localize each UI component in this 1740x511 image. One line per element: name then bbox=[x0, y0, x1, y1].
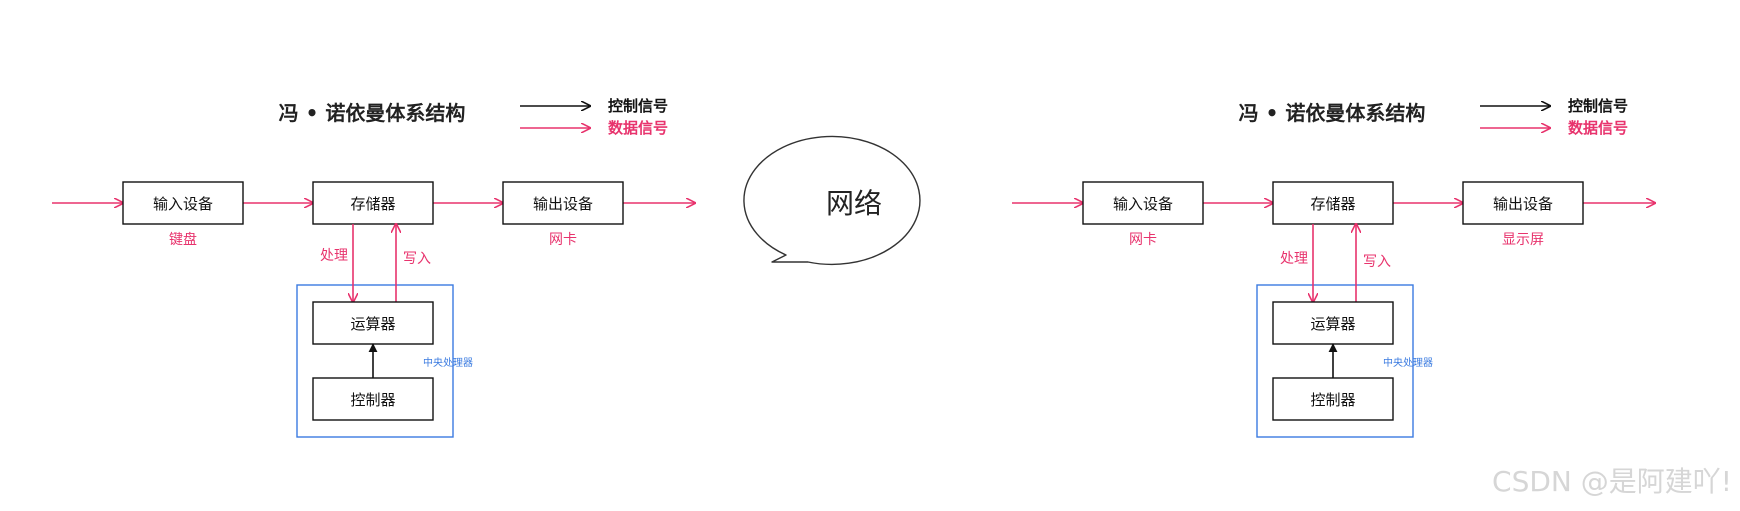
input-device-example: 网卡 bbox=[1129, 232, 1157, 248]
input-device-label: 输入设备 bbox=[153, 195, 213, 213]
output-device-label: 输出设备 bbox=[1493, 195, 1553, 213]
memory-box bbox=[1272, 181, 1394, 225]
speech-bubble-shape bbox=[743, 135, 921, 266]
cpu-label: 中央处理器 bbox=[1383, 356, 1433, 369]
write-label: 写入 bbox=[1363, 254, 1391, 270]
process-label: 处理 bbox=[1280, 251, 1308, 267]
cpu-frame bbox=[1256, 284, 1414, 438]
alu-box bbox=[312, 301, 434, 345]
memory-label: 存储器 bbox=[1310, 195, 1355, 213]
control-unit-label: 控制器 bbox=[350, 391, 395, 409]
write-label: 写入 bbox=[403, 251, 431, 267]
memory-label: 存储器 bbox=[350, 195, 395, 213]
cpu-label: 中央处理器 bbox=[423, 356, 473, 369]
output-device-example: 显示屏 bbox=[1502, 232, 1544, 248]
network-label: 网络 bbox=[826, 187, 882, 220]
legend-control-label: 控制信号 bbox=[608, 97, 668, 115]
output-device-example: 网卡 bbox=[549, 232, 577, 248]
control-unit-box bbox=[1272, 377, 1394, 421]
input-device-box bbox=[1082, 181, 1204, 225]
alu-label: 运算器 bbox=[1310, 315, 1355, 333]
panel-left: 冯 • 诺依曼体系结构 控制信号 数据信号 输入设备 存储器 输出设备 键盘 网… bbox=[52, 97, 695, 438]
input-device-example: 键盘 bbox=[169, 231, 197, 248]
legend-data-label: 数据信号 bbox=[1568, 119, 1628, 137]
panel-title: 冯 • 诺依曼体系结构 bbox=[279, 101, 466, 125]
output-device-box bbox=[1462, 181, 1584, 225]
control-unit-label: 控制器 bbox=[1310, 391, 1355, 409]
panel-right: 冯 • 诺依曼体系结构 控制信号 数据信号 输入设备 存储器 输出设备 网卡 显… bbox=[1012, 97, 1655, 438]
output-device-box bbox=[502, 181, 624, 225]
output-device-label: 输出设备 bbox=[533, 195, 593, 213]
panel-title: 冯 • 诺依曼体系结构 bbox=[1239, 101, 1426, 125]
alu-box bbox=[1272, 301, 1394, 345]
memory-box bbox=[312, 181, 434, 225]
input-device-box bbox=[122, 181, 244, 225]
watermark: CSDN @是阿建吖! bbox=[1492, 465, 1732, 498]
input-device-label: 输入设备 bbox=[1113, 195, 1173, 213]
control-unit-box bbox=[312, 377, 434, 421]
network-cloud: 网络 bbox=[743, 135, 921, 266]
legend-control-label: 控制信号 bbox=[1568, 97, 1628, 115]
cpu-frame bbox=[296, 284, 454, 438]
legend-data-label: 数据信号 bbox=[608, 119, 668, 137]
process-label: 处理 bbox=[320, 248, 348, 264]
alu-label: 运算器 bbox=[350, 315, 395, 333]
